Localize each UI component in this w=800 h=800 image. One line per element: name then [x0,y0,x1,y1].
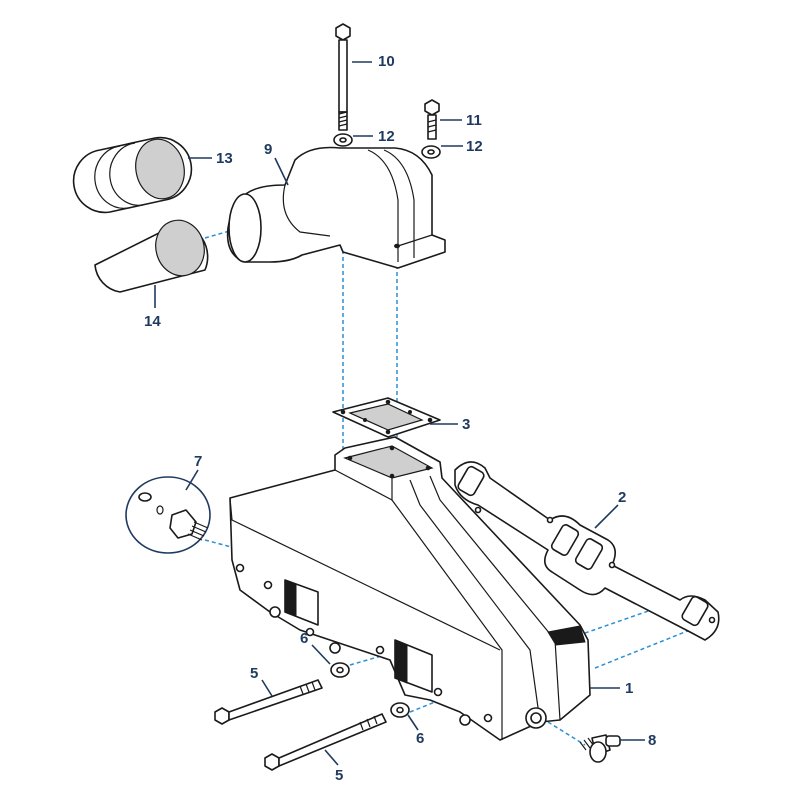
callout-leaders [154,61,645,766]
callout-9: 9 [264,141,272,158]
washer-part-12 [333,133,441,159]
drain-fitting-part-8 [579,734,621,763]
exhaust-manifold-part-1 [229,436,591,741]
manifold-bolt-part-5 [214,679,387,771]
callout-1: 1 [625,680,633,697]
callout-6-upper: 6 [300,630,308,647]
callout-3: 3 [462,416,470,433]
callout-10: 10 [378,53,395,70]
gasket-part-3 [332,397,441,438]
fitting-detail-part-7 [125,476,211,554]
callout-13: 13 [216,150,233,167]
callout-8: 8 [648,732,656,749]
manifold-gasket-part-2 [454,461,720,641]
callout-12-right: 12 [466,138,483,155]
washer-part-6 [330,662,410,718]
elbow-riser-part-9 [226,146,446,269]
callout-labels: 10 11 12 12 13 9 14 3 7 2 6 1 5 6 8 5 [144,53,656,784]
short-bolt-part-11 [424,99,440,140]
callout-6-lower: 6 [416,730,424,747]
long-bolt-part-10 [335,23,351,131]
callout-14: 14 [144,313,161,330]
callout-2: 2 [618,489,626,506]
coupler-part-13 [72,136,193,214]
callout-5-upper: 5 [250,665,258,682]
callout-12-left: 12 [378,128,395,145]
callout-7: 7 [194,453,202,470]
callout-11: 11 [466,112,482,129]
callout-5-lower: 5 [335,767,343,784]
hose-part-14 [94,219,209,293]
